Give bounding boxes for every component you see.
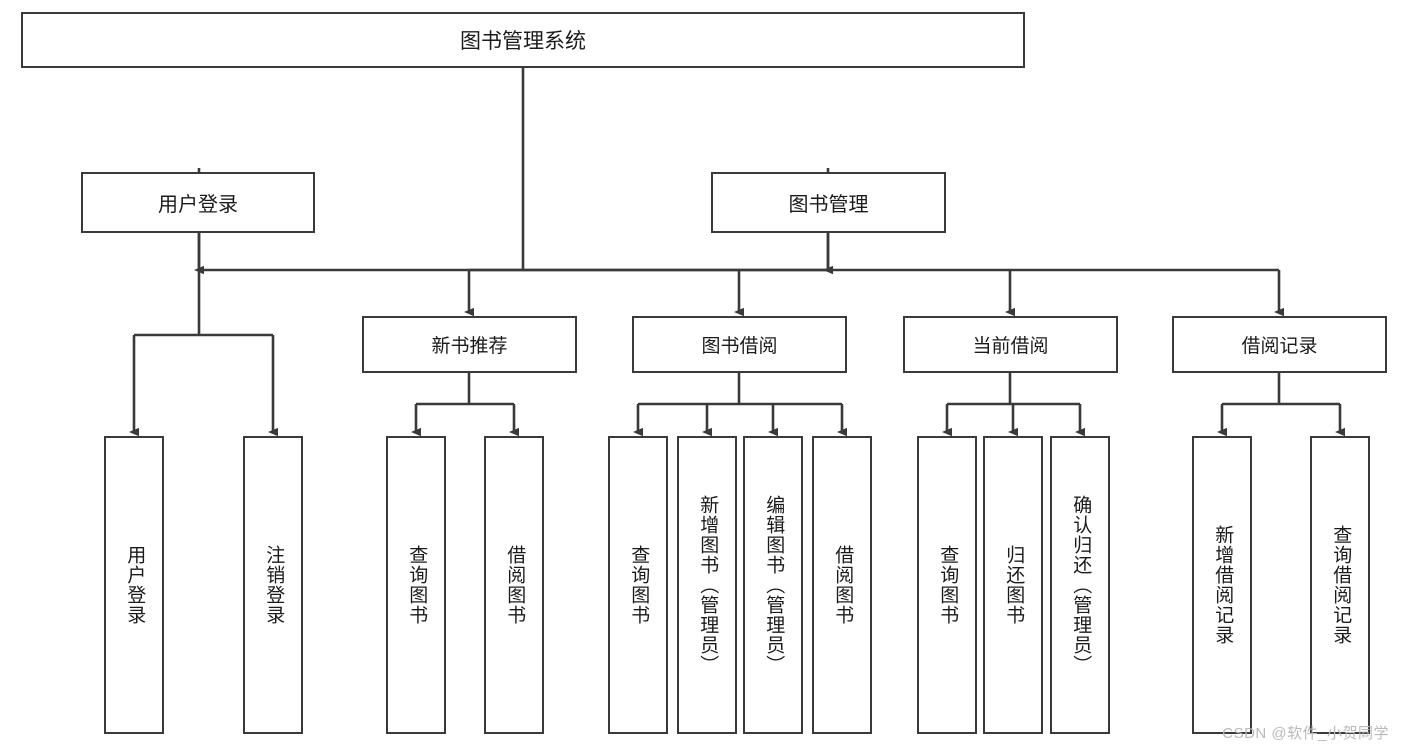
node-leaf-query-book-rec[interactable]: 查询图书 [386, 436, 446, 734]
node-leaf-user-login[interactable]: 用户登录 [104, 436, 164, 734]
node-leaf-return-book-label: 归还图书 [1003, 545, 1025, 625]
node-book-management-label: 图书管理 [788, 194, 869, 216]
node-new-book-recommend[interactable]: 新书推荐 [362, 316, 577, 373]
node-root[interactable]: 图书管理系统 [21, 12, 1025, 68]
node-leaf-query-book-current[interactable]: 查询图书 [917, 436, 977, 734]
watermark: CSDN @软件_小贺同学 [1222, 725, 1389, 742]
node-leaf-borrow-book[interactable]: 借阅图书 [812, 436, 872, 734]
node-leaf-logout[interactable]: 注销登录 [243, 436, 303, 734]
node-user-login[interactable]: 用户登录 [81, 172, 315, 233]
node-leaf-query-book-rec-label: 查询图书 [406, 545, 428, 625]
node-borrow-record-label: 借阅记录 [1241, 336, 1318, 357]
node-root-label: 图书管理系统 [460, 30, 586, 53]
node-borrow-record[interactable]: 借阅记录 [1172, 316, 1387, 373]
node-leaf-add-book-label: 新增图书（管理员） [697, 495, 719, 675]
node-leaf-return-book[interactable]: 归还图书 [983, 436, 1043, 734]
node-leaf-borrow-book-rec-label: 借阅图书 [504, 545, 526, 625]
node-leaf-confirm-return-label: 确认归还（管理员） [1070, 495, 1092, 675]
node-leaf-add-record[interactable]: 新增借阅记录 [1192, 436, 1252, 734]
node-leaf-query-book-borrow[interactable]: 查询图书 [608, 436, 668, 734]
node-new-book-recommend-label: 新书推荐 [431, 336, 508, 357]
node-book-management[interactable]: 图书管理 [711, 172, 946, 233]
node-leaf-add-book[interactable]: 新增图书（管理员） [677, 436, 737, 734]
node-leaf-edit-book-label: 编辑图书（管理员） [763, 495, 785, 675]
node-leaf-edit-book[interactable]: 编辑图书（管理员） [743, 436, 803, 734]
node-leaf-query-book-borrow-label: 查询图书 [628, 545, 650, 625]
node-leaf-add-record-label: 新增借阅记录 [1212, 525, 1234, 645]
node-leaf-query-book-current-label: 查询图书 [937, 545, 959, 625]
node-leaf-user-login-label: 用户登录 [124, 545, 146, 625]
node-leaf-borrow-book-rec[interactable]: 借阅图书 [484, 436, 544, 734]
node-leaf-query-record-label: 查询借阅记录 [1330, 525, 1352, 645]
node-current-borrow[interactable]: 当前借阅 [903, 316, 1118, 373]
node-user-login-label: 用户登录 [158, 194, 238, 216]
node-leaf-confirm-return[interactable]: 确认归还（管理员） [1050, 436, 1110, 734]
node-leaf-logout-label: 注销登录 [263, 545, 285, 625]
node-book-borrow-label: 图书借阅 [701, 336, 778, 357]
node-leaf-query-record[interactable]: 查询借阅记录 [1310, 436, 1370, 734]
node-leaf-borrow-book-label: 借阅图书 [832, 545, 854, 625]
node-current-borrow-label: 当前借阅 [972, 336, 1049, 357]
node-book-borrow[interactable]: 图书借阅 [632, 316, 847, 373]
